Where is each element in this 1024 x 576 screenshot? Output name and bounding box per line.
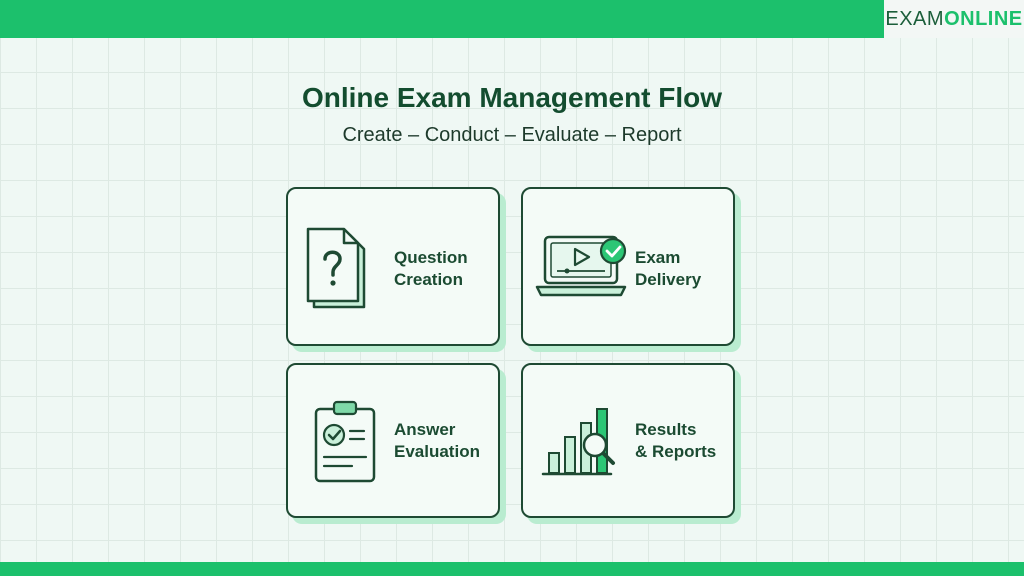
laptop-video-check-icon (535, 235, 627, 297)
bar-chart-search-icon (541, 408, 615, 476)
page-subtitle: Create – Conduct – Evaluate – Report (342, 124, 682, 146)
card-label-line1: Question (394, 248, 468, 267)
card-exam-delivery: Exam Delivery (521, 187, 735, 346)
card-label-line2: Creation (394, 270, 463, 289)
card-question-creation: Question Creation (286, 187, 500, 346)
card-label-line1: Results (635, 420, 697, 439)
top-bar (0, 0, 1024, 38)
clipboard-check-icon (314, 400, 376, 483)
logo-text-exam: EXAM (885, 7, 945, 30)
card-label-line2: Delivery (635, 270, 702, 289)
card-label-line2: & Reports (635, 442, 717, 461)
question-document-icon (306, 227, 366, 309)
card-label-line1: Answer (394, 420, 456, 439)
card-answer-evaluation: Answer Evaluation (286, 363, 500, 518)
card-label-line1: Exam (635, 248, 681, 267)
card-results-reports: Results & Reports (521, 363, 735, 518)
page-title: Online Exam Management Flow (301, 82, 723, 113)
logo-text-online: ONLINE (944, 7, 1023, 30)
card-label-line2: Evaluation (394, 442, 480, 461)
bottom-bar (0, 562, 1024, 576)
